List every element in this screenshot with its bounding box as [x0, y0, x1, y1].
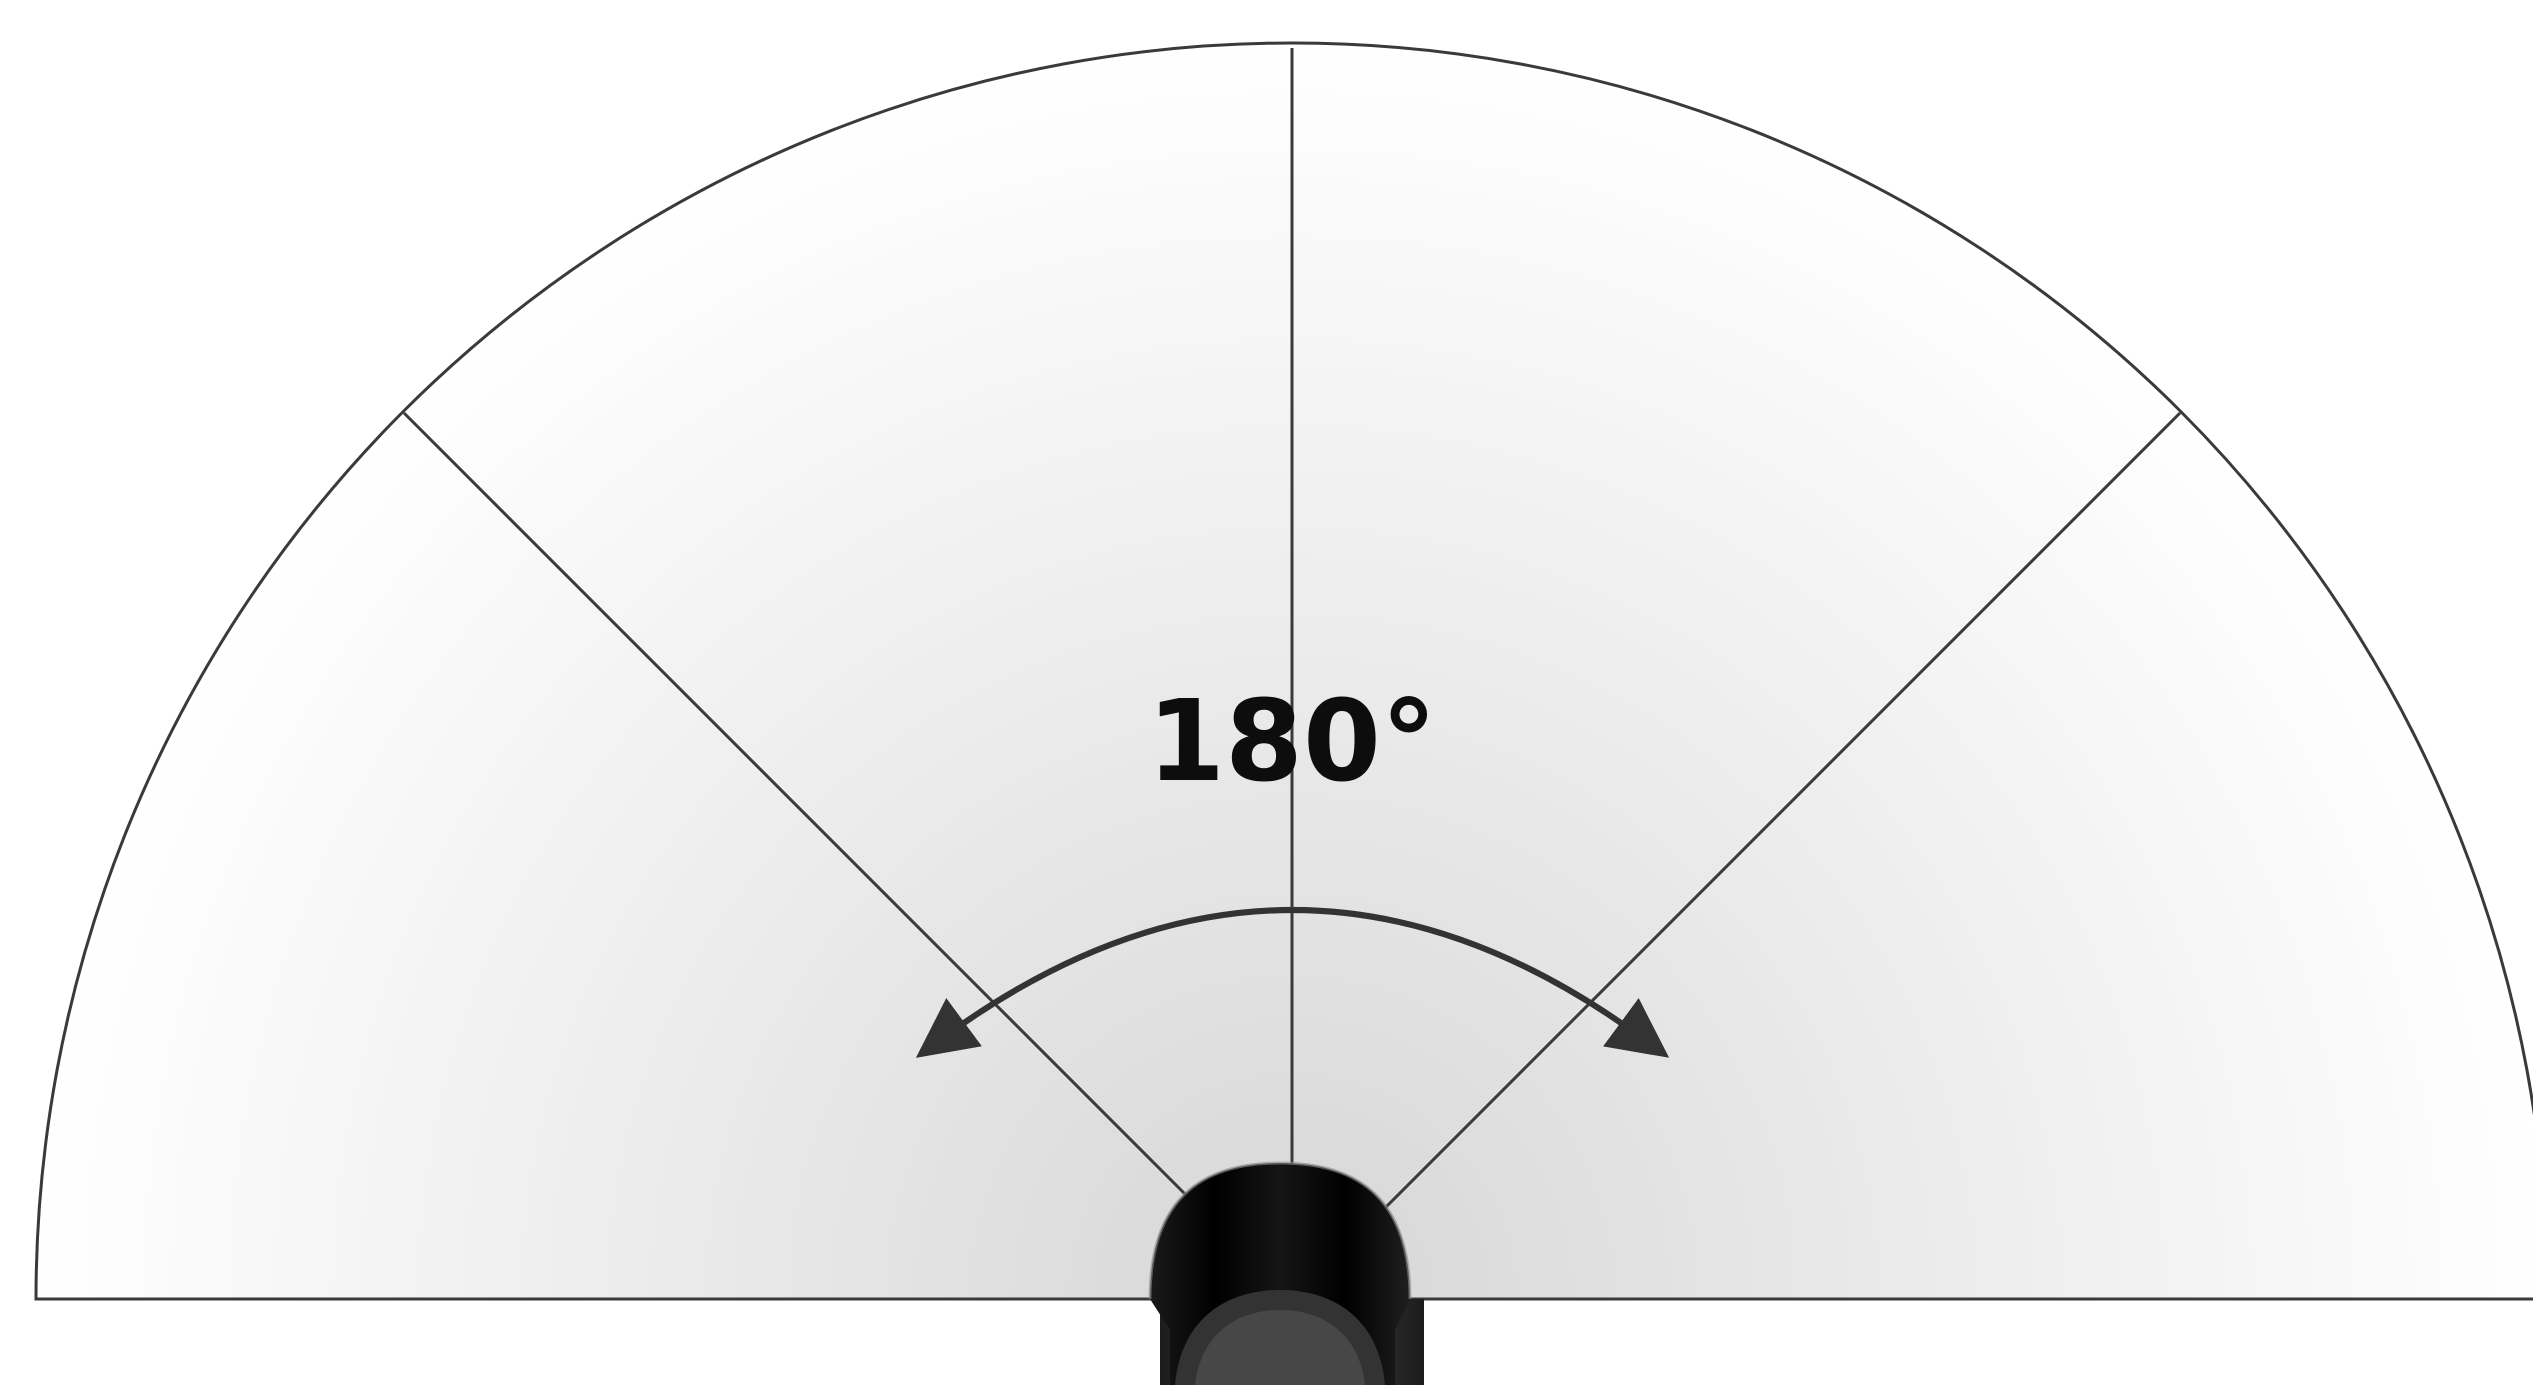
right-diagonal-line [1378, 411, 2182, 1215]
left-diagonal-line [402, 411, 1197, 1206]
angle-label: 180° [1147, 677, 1437, 807]
sensor-icon [1148, 1161, 1424, 1385]
angle-arc-arrow [915, 907, 1670, 1058]
field-of-view-semicircle [34, 41, 2533, 1301]
